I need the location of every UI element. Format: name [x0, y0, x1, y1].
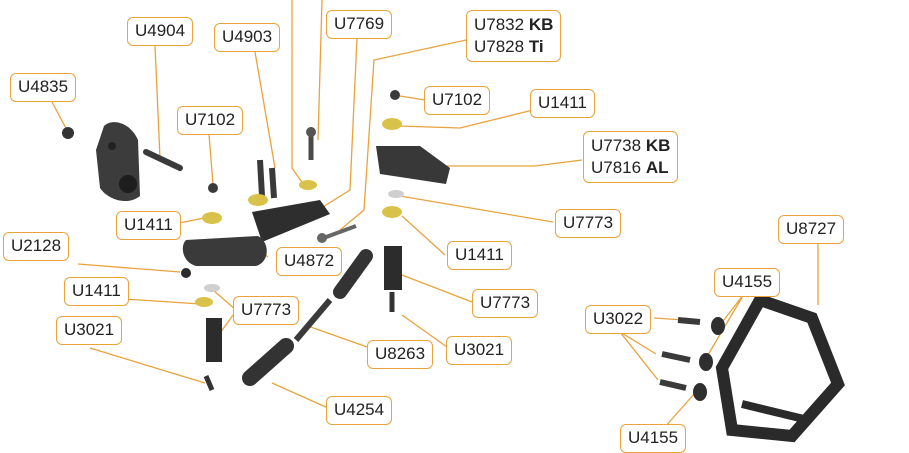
label-u7828: U7828	[474, 37, 525, 56]
part-u7773-spacer-left	[204, 284, 220, 292]
label-u7832: U7832	[474, 15, 525, 34]
part-u4904-screw	[143, 149, 183, 171]
part-u2128-nut	[181, 268, 191, 278]
callout-u7738-u7816: U7738 KB U7816 AL	[583, 131, 679, 183]
part-u1411-bearing-left	[202, 212, 222, 224]
callout-u1411-left-lower: U1411	[64, 277, 129, 306]
label-u7816: U7816	[591, 158, 642, 177]
callout-u4155-top: U4155	[714, 268, 781, 297]
callout-u4835: U4835	[10, 73, 77, 102]
part-u7773-spacer-right	[388, 190, 404, 198]
callout-u2128: U2128	[3, 232, 70, 261]
part-u4872-linkage	[317, 224, 357, 243]
callout-u7773-left: U7773	[233, 296, 300, 325]
part-u7102-screw-left	[208, 183, 218, 193]
callout-u7769: U7769	[326, 10, 393, 39]
callout-u1411-right-top: U1411	[530, 89, 595, 118]
leader-lines	[51, 0, 819, 429]
callout-u7102-left: U7102	[177, 106, 244, 135]
part-u8727-bracket	[715, 292, 845, 443]
part-steering-rack	[248, 180, 330, 242]
callout-u8263: U8263	[367, 340, 434, 369]
part-u4835-screw	[62, 127, 74, 139]
callout-u8727: U8727	[778, 215, 845, 244]
callout-u3021-right: U3021	[446, 336, 513, 365]
label-u7816-suffix: AL	[645, 158, 669, 177]
part-u3021-post-right	[384, 246, 402, 312]
callout-u4904: U4904	[127, 17, 194, 46]
part-u1411-bearing-lower	[195, 297, 213, 307]
part-mount-block	[96, 122, 140, 202]
part-u7102-screw-right	[390, 90, 400, 100]
part-u1411-bearing-right-lower	[382, 206, 402, 218]
part-u3022-screws	[659, 317, 701, 391]
label-u7738-suffix: KB	[645, 136, 671, 155]
label-u7738: U7738	[591, 136, 642, 155]
callout-u1411-right-lower: U1411	[447, 241, 512, 270]
callout-u7832-u7828: U7832 KB U7828 Ti	[466, 10, 562, 62]
callout-u4872: U4872	[276, 247, 343, 276]
callout-u4903: U4903	[214, 23, 281, 52]
callout-u7102-right: U7102	[424, 86, 491, 115]
callout-u4254: U4254	[326, 396, 393, 425]
callout-u3022: U3022	[585, 305, 652, 334]
part-u7769-screw	[306, 127, 316, 160]
part-steering-arm-right	[376, 146, 450, 184]
callout-u1411-left: U1411	[116, 211, 181, 240]
callout-u7773-right-lower: U7773	[472, 289, 539, 318]
part-u4254-rod-end	[242, 338, 294, 386]
part-u3021-post-left	[203, 318, 222, 391]
part-u4903-screws	[257, 159, 277, 199]
callout-u7773-right-top: U7773	[555, 209, 622, 238]
part-u4155-nuts	[693, 317, 725, 401]
label-u7828-suffix: Ti	[528, 37, 544, 56]
label-u7832-suffix: KB	[528, 15, 554, 34]
callout-u3021-left: U3021	[56, 316, 123, 345]
part-steering-arm-left	[182, 236, 267, 266]
part-u1411-bearing-right	[382, 118, 402, 130]
callout-u4155-bottom: U4155	[620, 424, 687, 453]
part-u8263-rod	[293, 249, 373, 342]
